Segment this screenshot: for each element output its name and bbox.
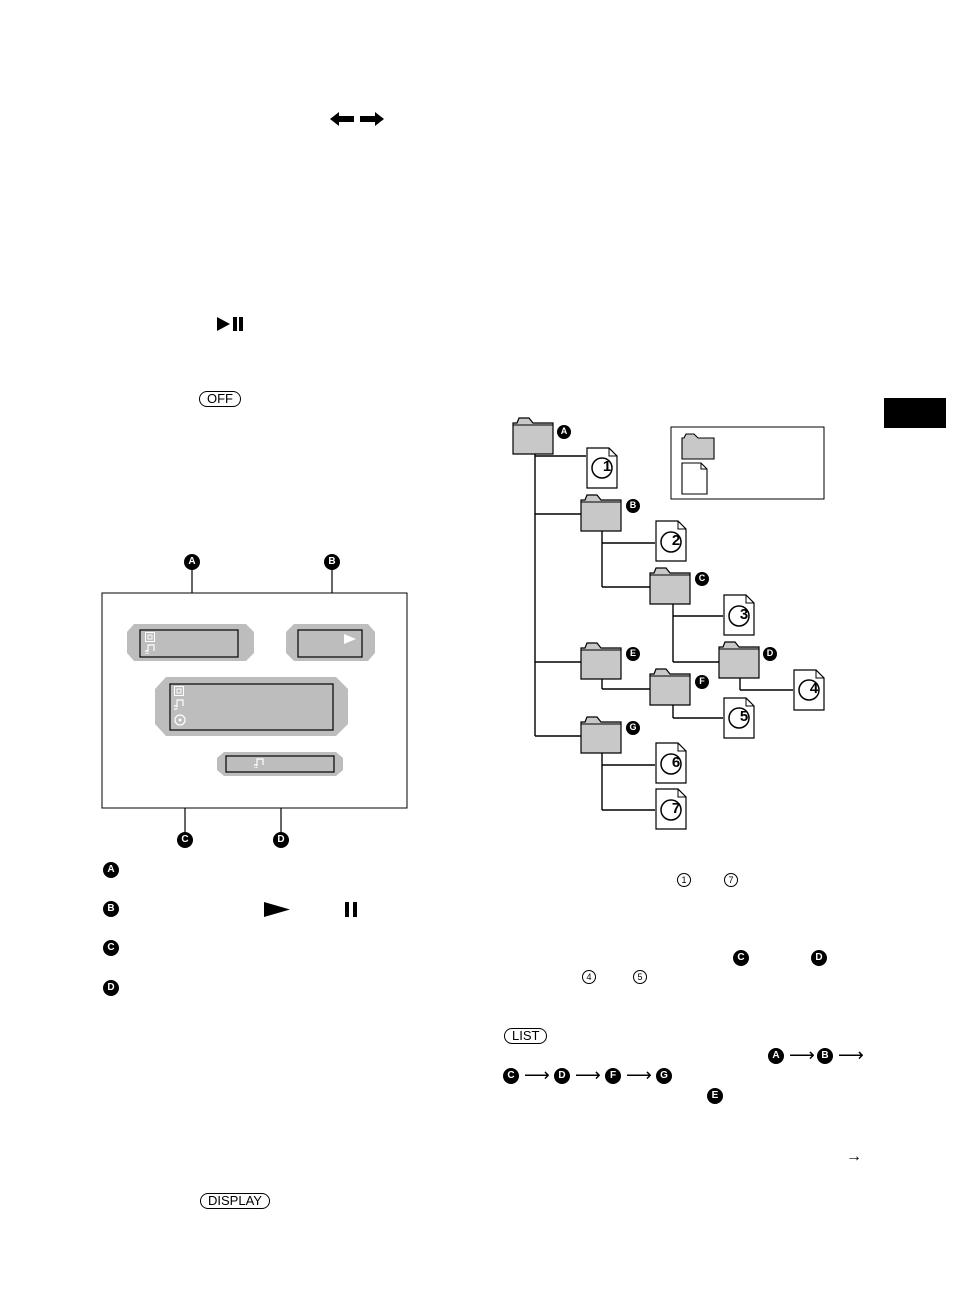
arrow-right-icon: → xyxy=(846,1148,862,1165)
marker-a: A xyxy=(184,554,200,570)
track-4-label: 4 xyxy=(809,680,819,697)
tree-marker-g: G xyxy=(629,722,637,732)
legend-marker-b: B xyxy=(103,901,119,917)
arrow-right-icon: ⟶ xyxy=(524,1065,550,1085)
track-1-label: 1 xyxy=(602,458,612,475)
tree-legend xyxy=(670,426,825,500)
inline-track-7: 7 xyxy=(724,873,738,887)
seq-marker-f: F xyxy=(605,1068,621,1084)
arrow-right-icon: ⟶ xyxy=(838,1045,864,1065)
folder-indicator-icon xyxy=(174,686,184,696)
play-icon xyxy=(264,902,290,917)
seq-marker-e: E xyxy=(707,1088,723,1104)
note-icon xyxy=(254,758,264,768)
track-7-label: 7 xyxy=(671,800,681,817)
tree-marker-e: E xyxy=(629,648,636,658)
arrow-right-icon: ⟶ xyxy=(789,1045,815,1065)
display-button[interactable]: DISPLAY xyxy=(200,1193,270,1209)
inline-marker-c: C xyxy=(733,950,749,966)
inline-marker-d: D xyxy=(811,950,827,966)
list-button[interactable]: LIST xyxy=(504,1028,548,1044)
marker-b: B xyxy=(324,554,340,570)
track-5-label: 5 xyxy=(739,708,749,725)
note-icon xyxy=(145,644,155,654)
track-3-label: 3 xyxy=(739,606,749,623)
marker-d: D xyxy=(273,832,289,848)
inline-track-1: 1 xyxy=(677,873,691,887)
seq-marker-a: A xyxy=(768,1048,784,1064)
inline-track-5: 5 xyxy=(633,970,647,984)
seq-marker-b: B xyxy=(817,1048,833,1064)
seq-marker-c: C xyxy=(503,1068,519,1084)
legend-marker-c: C xyxy=(103,940,119,956)
track-6-label: 6 xyxy=(671,754,681,771)
folder-icon xyxy=(681,433,715,460)
legend-marker-d: D xyxy=(103,980,119,996)
disc-icon xyxy=(174,714,186,726)
display-panel-drawing xyxy=(101,568,408,835)
inline-track-4: 4 xyxy=(582,970,596,984)
folder-tree-diagram xyxy=(512,417,825,830)
file-icon xyxy=(681,462,708,495)
seq-marker-g: G xyxy=(656,1068,672,1084)
play-pause-icon xyxy=(217,317,243,331)
note-icon xyxy=(174,699,184,710)
arrows-left-right-icon xyxy=(330,112,384,126)
arrow-right-icon: ⟶ xyxy=(575,1065,601,1085)
track-2-label: 2 xyxy=(671,532,681,549)
pause-icon xyxy=(345,902,357,917)
tree-marker-c: C xyxy=(698,573,706,583)
section-tab xyxy=(884,398,946,428)
arrow-right-icon: ⟶ xyxy=(626,1065,652,1085)
marker-c: C xyxy=(177,832,193,848)
seq-marker-d: D xyxy=(554,1068,570,1084)
legend-marker-a: A xyxy=(103,862,119,878)
tree-marker-b: B xyxy=(629,500,637,510)
folder-indicator-icon xyxy=(145,632,155,642)
tree-marker-d: D xyxy=(766,648,774,658)
tree-marker-f: F xyxy=(699,676,705,686)
tree-marker-a: A xyxy=(560,426,568,436)
off-button[interactable]: OFF xyxy=(199,391,241,407)
